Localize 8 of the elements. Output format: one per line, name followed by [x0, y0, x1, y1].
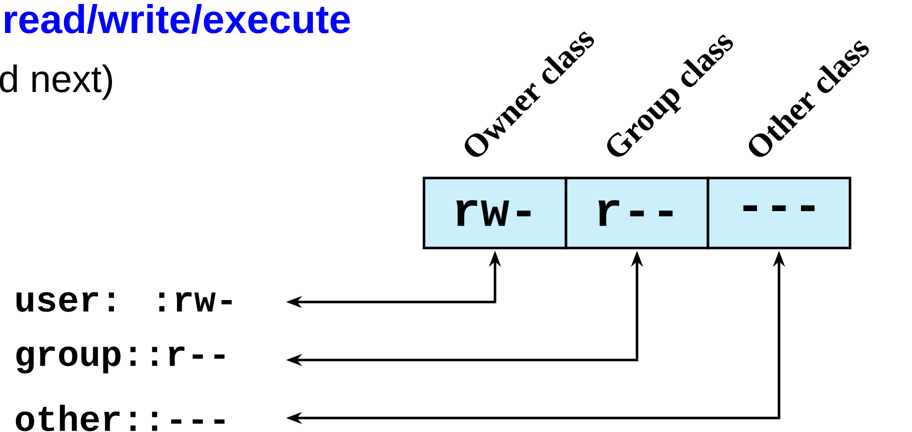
acl-entry: user: :rw-: [16, 292, 232, 312]
acl-entry: group::r--: [16, 346, 224, 374]
acl-entry: other::---: [16, 404, 224, 432]
permission-cell: r--: [564, 176, 710, 250]
permission-cell: ---: [706, 176, 852, 250]
slide-text: d next): [0, 64, 112, 100]
slide-text: read/write/execute: [4, 4, 350, 34]
permission-cell: rw-: [422, 176, 568, 250]
